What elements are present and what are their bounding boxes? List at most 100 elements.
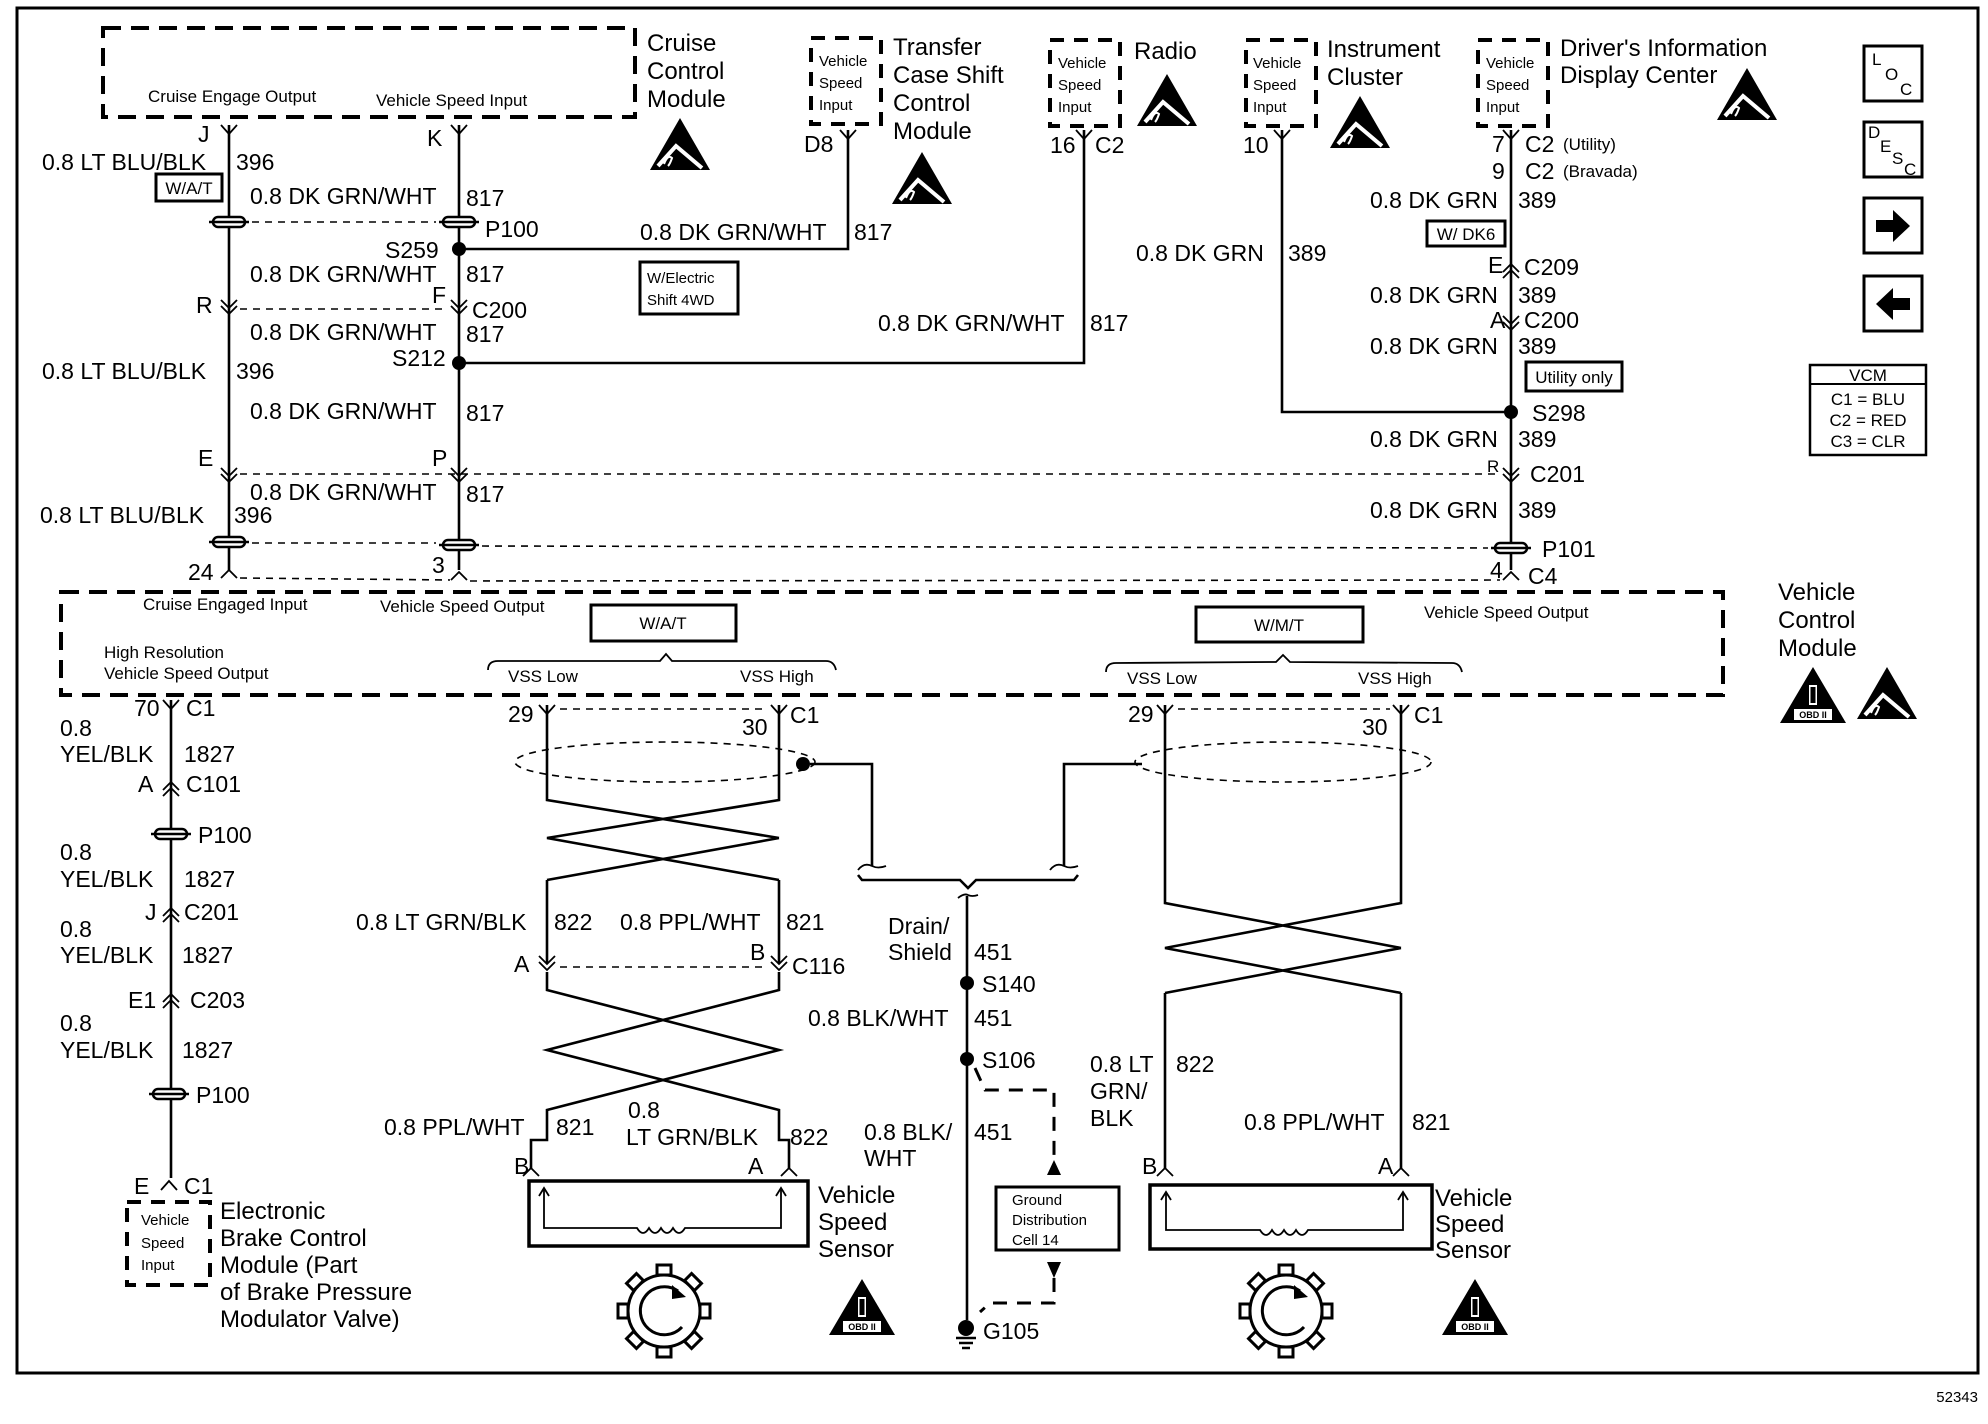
conn-a-c101: A: [138, 771, 154, 797]
figure-number: 52343: [1936, 1389, 1978, 1406]
circuit-451-3: 451: [974, 1119, 1012, 1145]
vss-left-title-2: Speed: [818, 1209, 887, 1236]
vss-high-2: VSS High: [1358, 669, 1432, 688]
circuit-389-5: 389: [1518, 497, 1556, 523]
svg-text:Cell 14: Cell 14: [1012, 1232, 1059, 1249]
obd-ii-icon: [829, 1279, 895, 1335]
conn-j-c201: J: [145, 899, 157, 925]
next-page-button[interactable]: [1862, 196, 1924, 255]
option-dk6: W/ DK6: [1425, 219, 1507, 248]
svg-text:Ground: Ground: [1012, 1192, 1062, 1209]
cruise-vehicle-speed-input: Vehicle Speed Input: [376, 91, 528, 110]
conn-c1-b: C1: [1414, 702, 1443, 728]
frame: [15, 6, 1980, 1375]
reluctor-wheel-icon: [616, 1263, 712, 1359]
conn-c2-utility: C2: [1525, 131, 1554, 157]
esd-warning-icon: [648, 116, 712, 172]
wire-ltgrn-1: 0.8 LT GRN/BLK: [356, 909, 527, 935]
wire-ltblu-1: 0.8 LT BLU/BLK: [42, 149, 207, 175]
wire-ltgrn-3a: 0.8 LT: [1090, 1051, 1154, 1077]
cluster-input-3: Input: [1253, 99, 1287, 116]
conn-c200-a: C200: [472, 297, 527, 323]
conn-r: R: [196, 292, 213, 318]
splice-s106: [960, 1052, 974, 1066]
svg-text:W/A/T: W/A/T: [639, 614, 686, 633]
ebcm-input-3: Input: [141, 1257, 175, 1274]
cluster-title-1: Instrument: [1327, 36, 1441, 63]
circuit-817-7: 817: [466, 481, 504, 507]
pin-16: 16: [1050, 132, 1076, 158]
vehicle-speed-sensor-right: [1148, 1183, 1434, 1251]
vcm-cruise-engaged-input: Cruise Engaged Input: [143, 595, 308, 614]
transfer-input-2: Speed: [819, 75, 862, 92]
wire-dkgrn-cluster: 0.8 DK GRN: [1136, 240, 1264, 266]
ebcm-input-box: [125, 1200, 212, 1287]
drain-label-2: Shield: [888, 939, 952, 965]
svg-text:O: O: [1885, 65, 1898, 84]
vss-left-title-1: Vehicle: [818, 1182, 895, 1209]
circuit-821-2: 821: [556, 1114, 594, 1140]
wire-ppl-2: 0.8 PPL/WHT: [384, 1114, 525, 1140]
conn-c200-b: C200: [1524, 307, 1579, 333]
conn-c2-bravada: C2: [1525, 158, 1554, 184]
wire-dkgrnwht-1: 0.8 DK GRN/WHT: [250, 183, 437, 209]
cruise-module-title-2: Control: [647, 58, 724, 85]
splice-s106-label: S106: [982, 1047, 1036, 1073]
pin-d8: D8: [804, 131, 833, 157]
conn-c2-radio: C2: [1095, 132, 1124, 158]
circuit-817-2: 817: [854, 219, 892, 245]
circuit-817-3: 817: [466, 261, 504, 287]
wire-dkgrn-3: 0.8 DK GRN: [1370, 333, 1498, 359]
obd-ii-icon: [1780, 667, 1846, 723]
wire-dkgrn-2: 0.8 DK GRN: [1370, 282, 1498, 308]
conn-e1: E1: [128, 987, 156, 1013]
conn-c201-a: C201: [1530, 461, 1585, 487]
cluster-input-2: Speed: [1253, 77, 1296, 94]
splice-s298: [1504, 405, 1518, 419]
wire-ltblu-2: 0.8 LT BLU/BLK: [42, 358, 207, 384]
circuit-1827-4: 1827: [182, 1037, 233, 1063]
pin-29-a: 29: [508, 701, 534, 727]
esd-warning-icon: [1855, 665, 1919, 721]
vcm-title-3: Module: [1778, 635, 1857, 662]
wire-ltgrn-3b: GRN/: [1090, 1078, 1148, 1104]
radio-input-box: [1048, 38, 1122, 128]
esd-warning-icon: [1135, 72, 1199, 128]
splice-s259-label: S259: [385, 237, 439, 263]
vss-low-2: VSS Low: [1127, 669, 1198, 688]
conn-c116: C116: [792, 953, 845, 979]
ground-g105: G105: [983, 1318, 1039, 1344]
wire-yel-2a: 0.8: [60, 839, 92, 865]
circuit-389-2: 389: [1518, 282, 1556, 308]
loc-button[interactable]: L O C: [1862, 44, 1924, 103]
cluster-input-1: Vehicle: [1253, 55, 1301, 72]
pin-4: 4: [1490, 557, 1503, 583]
wire-yel-4a: 0.8: [60, 1010, 92, 1036]
conn-c203: C203: [190, 987, 245, 1013]
conn-p101: P101: [1542, 536, 1596, 562]
circuit-389-cluster: 389: [1288, 240, 1326, 266]
cluster-input-box: [1244, 38, 1318, 128]
arrow-right-icon: [1876, 210, 1910, 242]
svg-text:L: L: [1872, 50, 1881, 69]
wire-dkgrn-5: 0.8 DK GRN: [1370, 497, 1498, 523]
desc-button[interactable]: D E S C: [1862, 120, 1924, 179]
note-bravada: (Bravada): [1563, 162, 1638, 181]
transfer-title-2: Case Shift: [893, 62, 1004, 89]
wire-dkgrnwht-4: 0.8 DK GRN/WHT: [250, 319, 437, 345]
svg-text:Shift 4WD: Shift 4WD: [647, 292, 715, 309]
vcm-vehicle-speed-output-1: Vehicle Speed Output: [380, 597, 545, 616]
svg-text:Utility only: Utility only: [1535, 368, 1613, 387]
wire-ltgrn-3c: BLK: [1090, 1105, 1134, 1131]
prev-page-button[interactable]: [1862, 274, 1924, 333]
conn-c1-ebcm: C1: [184, 1173, 213, 1199]
circuit-389-4: 389: [1518, 426, 1556, 452]
wire-dkgrn-1: 0.8 DK GRN: [1370, 187, 1498, 213]
ebcm-title-3: Module (Part: [220, 1252, 358, 1279]
svg-text:C2 = RED: C2 = RED: [1830, 411, 1907, 430]
conn-e-c209: E: [1488, 252, 1503, 278]
splice-s140-label: S140: [982, 971, 1036, 997]
ground-g105-icon: [956, 1320, 976, 1350]
wire-yel-3a: 0.8: [60, 916, 92, 942]
conn-c1-vcm: C1: [186, 695, 215, 721]
